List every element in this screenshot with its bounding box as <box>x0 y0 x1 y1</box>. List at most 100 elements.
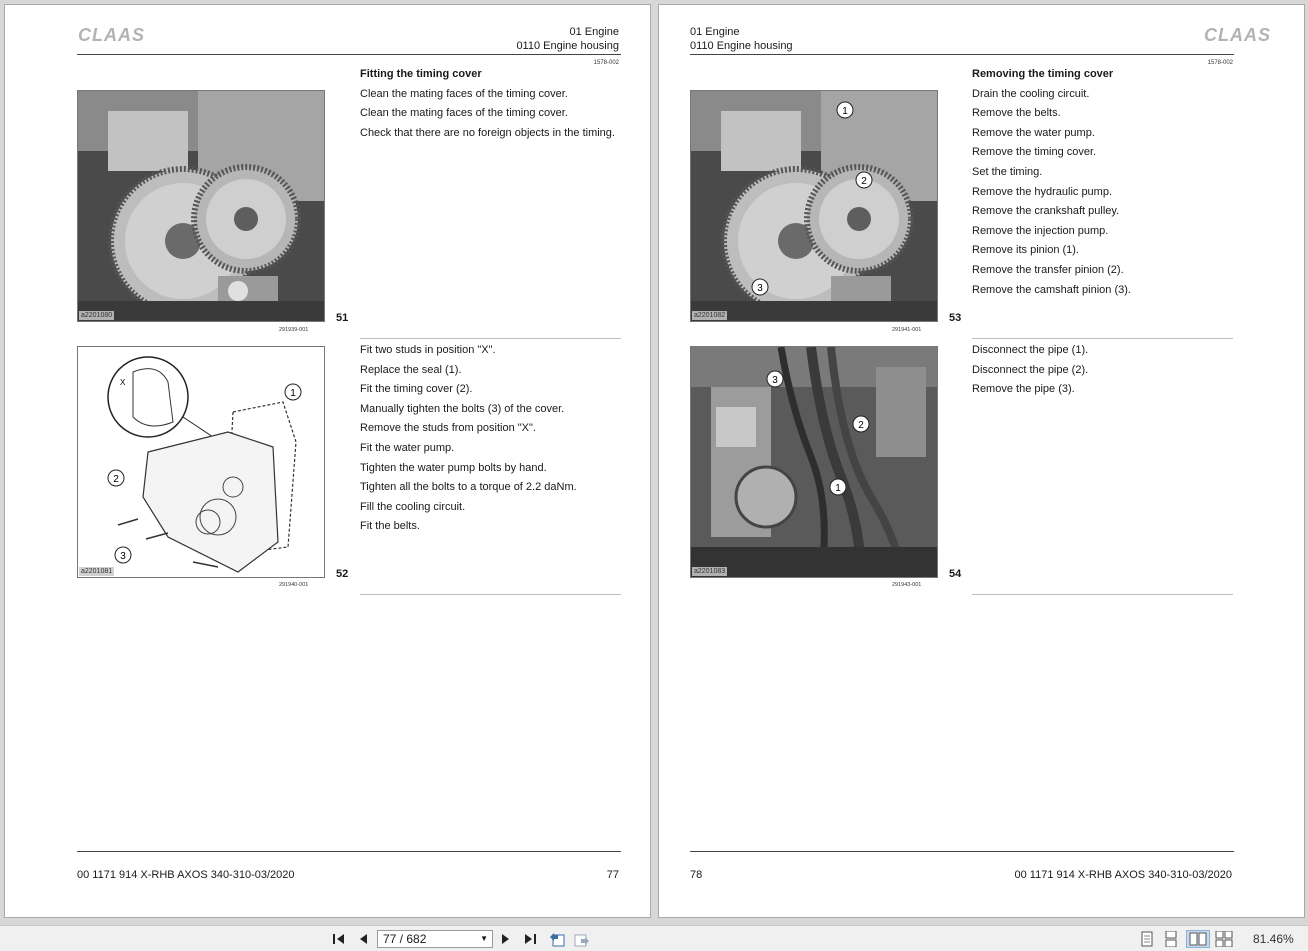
figure-id: 291940-001 <box>279 582 309 588</box>
document-viewer[interactable]: CLAAS 01 Engine 0110 Engine housing 1578… <box>0 0 1308 925</box>
figure-53-photo: 1 2 3 a2201082 <box>690 90 938 322</box>
figure-id: 291939-001 <box>279 327 309 333</box>
figure-ref: a2201080 <box>79 311 115 320</box>
header-section: 01 Engine <box>690 26 740 38</box>
callout-1: 1 <box>842 106 848 117</box>
figure-ref: a2201081 <box>79 567 115 576</box>
footer-doc: 00 1171 914 X-RHB AXOS 340-310-03/2020 <box>77 869 295 881</box>
section-separator <box>360 338 621 339</box>
callout-2: 2 <box>861 176 867 187</box>
step-text: Check that there are no foreign objects … <box>360 126 615 139</box>
step-text: Fit the timing cover (2). <box>360 383 473 396</box>
page-dropdown-icon[interactable]: ▼ <box>480 934 488 943</box>
previous-page-icon[interactable] <box>354 930 372 948</box>
header-rule <box>690 54 1234 55</box>
section-title: Removing the timing cover <box>972 68 1114 80</box>
step-text: Manually tighten the bolts (3) of the co… <box>360 402 565 415</box>
pipe-steps: Disconnect the pipe (1). Disconnect the … <box>972 341 1088 400</box>
step-text: Remove the hydraulic pump. <box>972 185 1113 198</box>
continuous-facing-view-icon[interactable] <box>1214 930 1234 948</box>
figure-number: 53 <box>949 312 962 324</box>
step-text: Tighten the water pump bolts by hand. <box>360 461 547 474</box>
footer-rule <box>77 851 621 852</box>
viewer-toolbar: 77 / 682 ▼ 81.46% <box>0 925 1308 951</box>
figure-number: 54 <box>949 568 962 580</box>
step-text: Remove the crankshaft pulley. <box>972 205 1120 218</box>
single-page-view-icon[interactable] <box>1137 930 1157 948</box>
callout-x: X <box>120 378 126 387</box>
figure-54-photo: 3 2 1 a2201083 <box>690 346 938 578</box>
section-separator <box>360 594 621 595</box>
header-rule <box>77 54 621 55</box>
removing-timing-cover-steps: Removing the timing cover Drain the cool… <box>972 65 1131 300</box>
page-77: CLAAS 01 Engine 0110 Engine housing 1578… <box>4 4 651 918</box>
fitting-timing-cover-steps: Fitting the timing cover Clean the matin… <box>360 65 615 143</box>
zoom-level[interactable]: 81.46% <box>1253 932 1294 946</box>
continuous-view-icon[interactable] <box>1161 930 1181 948</box>
step-text: Remove the pipe (3). <box>972 383 1075 396</box>
footer-page-number: 78 <box>690 869 703 881</box>
step-text: Remove the camshaft pinion (3). <box>972 283 1131 296</box>
step-text: Drain the cooling circuit. <box>972 87 1090 100</box>
step-text: Remove the transfer pinion (2). <box>972 263 1124 276</box>
next-page-icon[interactable] <box>497 930 515 948</box>
step-text: Fit the belts. <box>360 520 420 533</box>
step-text: Set the timing. <box>972 165 1043 178</box>
section-title: Fitting the timing cover <box>360 68 482 80</box>
fitting-steps-continued: Fit two studs in position "X". Replace t… <box>360 341 577 537</box>
step-text: Remove the studs from position "X". <box>360 422 536 435</box>
step-text: Fit the water pump. <box>360 441 455 454</box>
header-subsection: 0110 Engine housing <box>516 39 619 52</box>
callout-3: 3 <box>120 551 126 562</box>
footer-rule <box>690 851 1234 852</box>
figure-51-photo: a2201080 <box>77 90 325 322</box>
step-text: Remove the water pump. <box>972 126 1095 139</box>
page-header: 01 Engine 0110 Engine housing <box>690 26 793 53</box>
callout-3: 3 <box>772 375 778 386</box>
previous-view-icon[interactable] <box>547 930 567 948</box>
step-text: Disconnect the pipe (1). <box>972 344 1089 356</box>
footer-doc: 00 1171 914 X-RHB AXOS 340-310-03/2020 <box>1014 869 1232 881</box>
callout-3: 3 <box>757 283 763 294</box>
step-text: Disconnect the pipe (2). <box>972 363 1089 376</box>
step-text: Clean the mating faces of the timing cov… <box>360 107 568 120</box>
step-text: Tighten all the bolts to a torque of 2.2… <box>360 481 577 494</box>
header-subsection: 0110 Engine housing <box>690 39 793 52</box>
figure-id: 291943-001 <box>892 582 922 588</box>
svg-text:CLAAS: CLAAS <box>1204 25 1271 45</box>
first-page-icon[interactable] <box>330 930 348 948</box>
figure-ref: a2201083 <box>692 567 728 576</box>
callout-1: 1 <box>835 483 841 494</box>
header-section: 01 Engine <box>569 26 619 38</box>
step-text: Remove its pinion (1). <box>972 244 1079 257</box>
callout-1: 1 <box>290 388 296 399</box>
page-header: 01 Engine 0110 Engine housing <box>516 26 619 53</box>
step-text: Fill the cooling circuit. <box>360 500 466 513</box>
doc-code: 1578-002 <box>1207 60 1233 66</box>
svg-text:CLAAS: CLAAS <box>78 25 145 45</box>
claas-logo: CLAAS <box>78 25 145 45</box>
next-view-icon[interactable] <box>572 930 592 948</box>
last-page-icon[interactable] <box>521 930 539 948</box>
figure-ref: a2201082 <box>692 311 728 320</box>
step-text: Replace the seal (1). <box>360 363 462 376</box>
claas-logo: CLAAS <box>1204 25 1271 45</box>
step-text: Remove the belts. <box>972 107 1061 120</box>
facing-view-icon[interactable] <box>1186 930 1210 948</box>
figure-id: 291941-001 <box>892 327 922 333</box>
section-separator <box>972 338 1233 339</box>
callout-2: 2 <box>858 420 864 431</box>
step-text: Clean the mating faces of the timing cov… <box>360 87 568 100</box>
footer-page-number: 77 <box>606 869 619 881</box>
step-text: Fit two studs in position "X". <box>360 344 496 356</box>
page-78: CLAAS 01 Engine 0110 Engine housing 1578… <box>658 4 1305 918</box>
page-number-input[interactable]: 77 / 682 ▼ <box>377 930 493 948</box>
step-text: Remove the timing cover. <box>972 146 1097 159</box>
doc-code: 1578-002 <box>593 60 619 66</box>
figure-number: 52 <box>336 568 349 580</box>
figure-number: 51 <box>336 312 349 324</box>
section-separator <box>972 594 1233 595</box>
callout-2: 2 <box>113 474 119 485</box>
figure-52-drawing: 1 2 3 X a2201081 <box>77 346 325 578</box>
step-text: Remove the injection pump. <box>972 224 1109 237</box>
